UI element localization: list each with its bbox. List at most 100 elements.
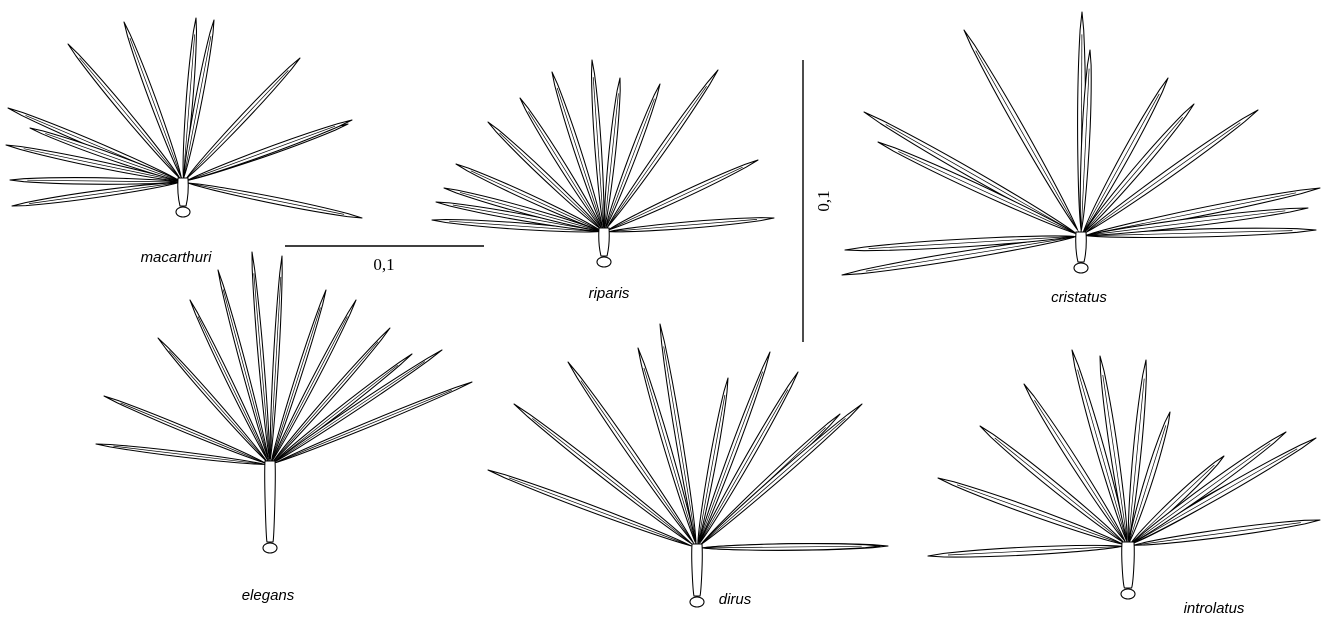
dirus-blade-midrib-4 xyxy=(643,367,698,549)
elegans-blade-midrib-4 xyxy=(197,316,271,466)
elegans-blade-midrib-11 xyxy=(269,364,399,466)
cristatus-blade-midrib-2 xyxy=(868,235,1082,249)
elegans-bulb xyxy=(262,542,278,554)
introlatus-blade-midrib-8 xyxy=(1127,425,1167,547)
specimen-dirus xyxy=(487,323,889,608)
cristatus-blade-midrib-11 xyxy=(1080,192,1297,237)
elegans-blade-midrib-12 xyxy=(269,361,425,466)
macarthuri-blade-midrib-3 xyxy=(23,148,184,183)
elegans-blade-midrib-6 xyxy=(253,273,271,466)
introlatus-blade-midrib-7 xyxy=(1127,378,1145,547)
elegans-blade-midrib-13 xyxy=(269,389,452,466)
riparis-blade-midrib-13 xyxy=(603,219,758,233)
dirus-blade-midrib-1 xyxy=(508,477,698,549)
macarthuri-blade-midrib-1 xyxy=(29,181,184,204)
elegans-blade-midrib-8 xyxy=(269,307,321,466)
dirus-blade-midrib-3 xyxy=(580,380,698,549)
scale-bar-horizontal: 0,1 xyxy=(285,245,484,274)
label-dirus: dirus xyxy=(719,591,752,608)
specimen-elegans xyxy=(95,251,473,554)
dirus-bulb xyxy=(689,596,705,608)
dirus-stalk xyxy=(691,543,703,597)
label-cristatus: cristatus xyxy=(1051,289,1107,306)
macarthuri-bulb xyxy=(175,206,191,218)
label-introlatus: introlatus xyxy=(1184,600,1245,617)
introlatus-blade-midrib-5 xyxy=(1077,369,1129,547)
dirus-blade-midrib-8 xyxy=(696,389,789,549)
cristatus-bulb xyxy=(1073,262,1089,274)
riparis-blade-midrib-4 xyxy=(470,170,605,233)
macarthuri-blade-midrib-10 xyxy=(182,70,289,183)
riparis-bulb xyxy=(596,256,612,268)
elegans-blade-midrib-3 xyxy=(168,350,271,466)
riparis-blade-midrib-1 xyxy=(449,220,605,233)
dirus-blade-midrib-12 xyxy=(696,545,862,549)
riparis-blade-midrib-2 xyxy=(452,204,605,233)
macarthuri-blade-midrib-8 xyxy=(182,34,196,183)
elegans-blade-midrib-10 xyxy=(269,341,379,466)
specimen-cristatus xyxy=(841,11,1321,276)
riparis-blade-midrib-6 xyxy=(528,111,605,233)
introlatus-blade-midrib-3 xyxy=(994,437,1129,547)
elegans-blade-midrib-2 xyxy=(120,402,271,466)
introlatus-blade-midrib-1 xyxy=(947,545,1129,556)
macarthuri-blade-midrib-7 xyxy=(129,37,184,183)
cristatus-blade-midrib-8 xyxy=(1080,93,1160,237)
elegans-blade-midrib-7 xyxy=(269,276,282,466)
macarthuri-blade-midrib-2 xyxy=(27,179,184,183)
riparis-blade-midrib-3 xyxy=(459,192,605,233)
dirus-blade-midrib-2 xyxy=(532,418,698,549)
cristatus-blade-midrib-12 xyxy=(1080,230,1293,237)
elegans-blade-midrib-5 xyxy=(222,289,271,466)
label-elegans: elegans xyxy=(242,587,295,604)
cristatus-blade-midrib-13 xyxy=(1080,210,1286,237)
specimen-macarthuri xyxy=(5,17,363,219)
introlatus-blade-midrib-11 xyxy=(1127,448,1298,547)
dirus-blade-midrib-5 xyxy=(663,346,698,549)
cristatus-blade-midrib-1 xyxy=(865,235,1082,272)
riparis-blade-midrib-12 xyxy=(603,166,743,233)
introlatus-bulb xyxy=(1120,588,1136,600)
macarthuri-stalk xyxy=(177,177,189,207)
cristatus-stalk xyxy=(1075,231,1087,263)
introlatus-blade-midrib-12 xyxy=(1127,522,1301,547)
scale-bar-vertical: 0,1 xyxy=(802,60,833,342)
dirus-blade-midrib-6 xyxy=(696,394,726,549)
macarthuri-blade-midrib-6 xyxy=(79,57,184,183)
riparis-blade-midrib-10 xyxy=(603,98,655,233)
riparis-blade-midrib-9 xyxy=(603,93,619,233)
elegans-blade-midrib-1 xyxy=(113,445,271,466)
cristatus-blade-midrib-4 xyxy=(898,151,1082,237)
cristatus-blade-midrib-5 xyxy=(975,50,1082,237)
cristatus-blade-midrib-10 xyxy=(1080,122,1241,237)
dirus-blade-midrib-7 xyxy=(696,371,764,549)
elegans-blade-midrib-9 xyxy=(269,316,348,466)
riparis-stalk xyxy=(598,227,610,257)
specimen-riparis xyxy=(431,59,775,268)
introlatus-blade-midrib-6 xyxy=(1102,374,1129,547)
macarthuri-blade-midrib-9 xyxy=(182,36,212,183)
riparis-blade-midrib-5 xyxy=(499,132,605,233)
cristatus-blade-midrib-9 xyxy=(1080,116,1183,237)
label-macarthuri: macarthuri xyxy=(141,249,213,266)
macarthuri-blade-midrib-12 xyxy=(182,125,336,183)
dirus-blade-midrib-10 xyxy=(696,418,846,549)
introlatus-blade-midrib-13 xyxy=(1127,443,1271,547)
specimen-introlatus xyxy=(927,349,1321,600)
macarthuri-blade-midrib-13 xyxy=(182,181,345,215)
riparis-blade-midrib-11 xyxy=(603,85,707,233)
macarthuri-blade-midrib-5 xyxy=(45,133,184,183)
cristatus-blade-midrib-7 xyxy=(1080,68,1090,237)
scale-bar-horizontal-label: 0,1 xyxy=(373,255,394,274)
introlatus-blade-midrib-9 xyxy=(1127,464,1215,547)
cristatus-blade-midrib-3 xyxy=(885,124,1082,237)
scale-bar-vertical-label: 0,1 xyxy=(814,190,833,211)
introlatus-stalk xyxy=(1121,541,1135,589)
elegans-stalk xyxy=(264,460,276,543)
introlatus-blade-midrib-4 xyxy=(1034,400,1129,547)
riparis-blade-midrib-8 xyxy=(592,77,605,233)
label-riparis: riparis xyxy=(589,285,630,302)
riparis-blade-midrib-7 xyxy=(556,87,605,233)
introlatus-blade-midrib-2 xyxy=(956,484,1129,547)
